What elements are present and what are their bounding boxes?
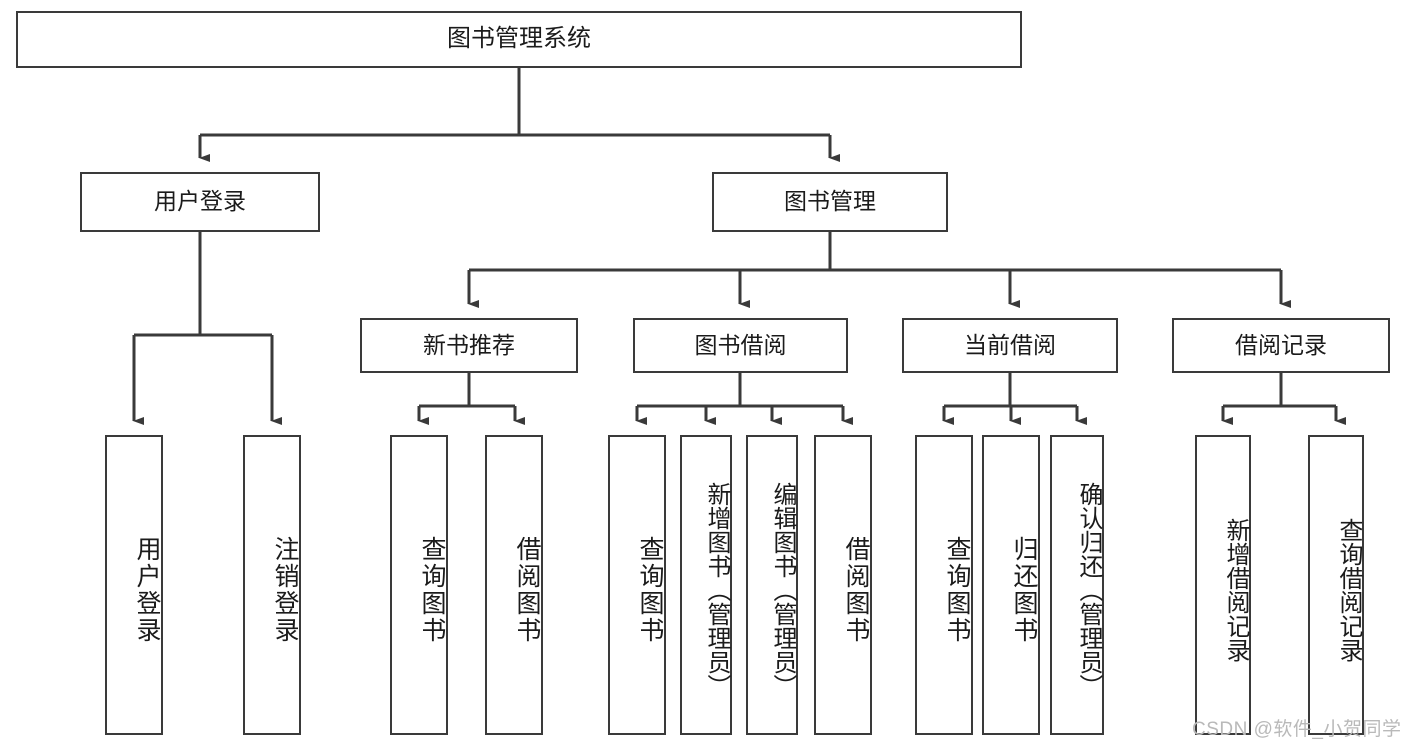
node-new-book-recommend[interactable]: 新书推荐 (360, 318, 578, 373)
leaf-logout-login[interactable]: 注销登录 (243, 435, 301, 735)
node-current-borrow[interactable]: 当前借阅 (902, 318, 1118, 373)
leaf-query-book-lend[interactable]: 查询图书 (608, 435, 666, 735)
node-book-borrow[interactable]: 图书借阅 (633, 318, 848, 373)
leaf-add-book-admin[interactable]: 新增图书（管理员） (680, 435, 732, 735)
leaf-query-book-recommend[interactable]: 查询图书 (390, 435, 448, 735)
leaf-query-borrow-record[interactable]: 查询借阅记录 (1308, 435, 1364, 735)
leaf-query-book-current[interactable]: 查询图书 (915, 435, 973, 735)
leaf-user-login[interactable]: 用户登录 (105, 435, 163, 735)
node-user-login[interactable]: 用户登录 (80, 172, 320, 232)
leaf-add-borrow-record[interactable]: 新增借阅记录 (1195, 435, 1251, 735)
csdn-watermark: CSDN @软件_小贺同学 (1192, 719, 1402, 740)
node-root-system[interactable]: 图书管理系统 (16, 11, 1022, 68)
node-borrow-record[interactable]: 借阅记录 (1172, 318, 1390, 373)
node-book-manage[interactable]: 图书管理 (712, 172, 948, 232)
leaf-confirm-return-admin[interactable]: 确认归还（管理员） (1050, 435, 1104, 735)
leaf-return-book[interactable]: 归还图书 (982, 435, 1040, 735)
leaf-edit-book-admin[interactable]: 编辑图书（管理员） (746, 435, 798, 735)
leaf-borrow-book-recommend[interactable]: 借阅图书 (485, 435, 543, 735)
leaf-borrow-book-lend[interactable]: 借阅图书 (814, 435, 872, 735)
